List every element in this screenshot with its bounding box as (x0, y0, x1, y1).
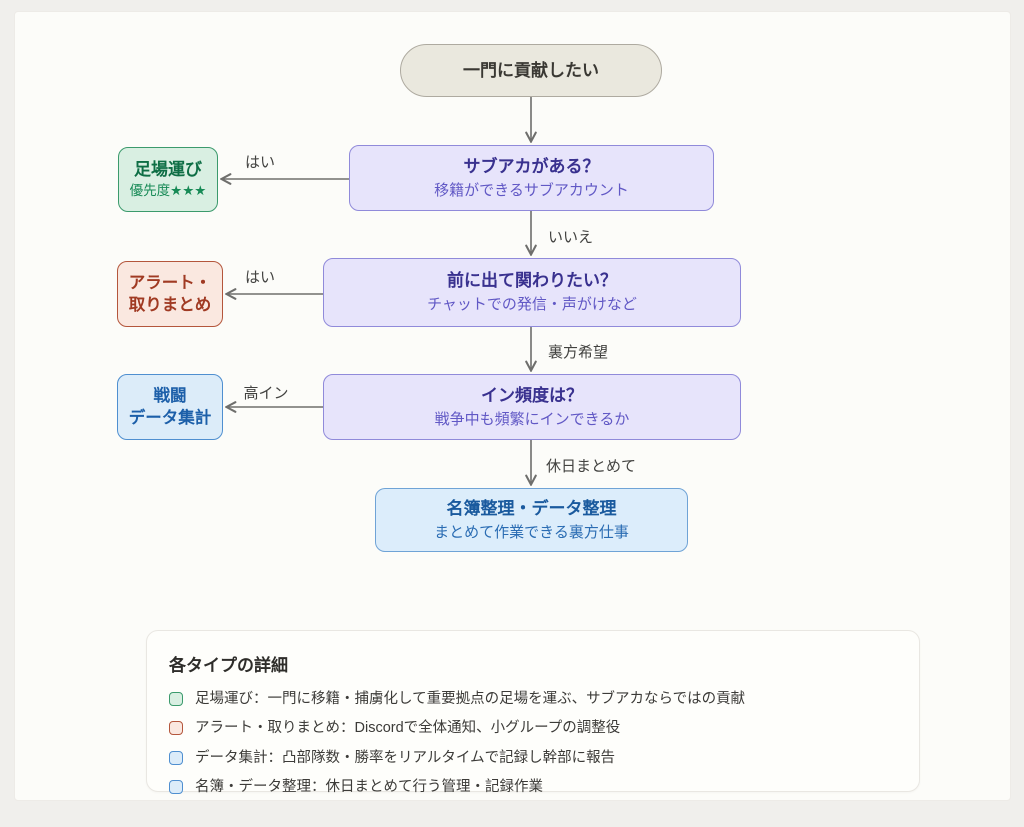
outcome-scaffold-priority: 優先度★★★ (129, 183, 207, 199)
red-swatch-icon (169, 721, 183, 736)
edge-label-weekend: 休日まとめて (546, 458, 637, 475)
outcome-battle-data-line2: データ集計 (128, 409, 212, 427)
decision-subaccount: サブアカがある？ 移籍ができるサブアカウント (349, 145, 714, 211)
decision-frontline-title: 前に出て関わりたい？ (447, 271, 617, 290)
legend-item-roster-text: 名簿・データ整理：休日まとめて行う管理・記録作業 (195, 778, 543, 795)
edge-label-backstage: 裏方希望 (548, 344, 609, 361)
outcome-alert-line1: アラート・ (128, 273, 212, 292)
outcome-battle-data: 戦闘 データ集計 (117, 374, 223, 440)
decision-login-frequency-title: イン頻度は？ (481, 385, 583, 405)
legend-item-data: データ集計：凸部隊数・勝率をリアルタイムで記録し幹部に報告 (169, 748, 897, 768)
legend-item-alert: アラート・取りまとめ：Discordで全体通知、小グループの調整役 (169, 718, 897, 738)
legend-item-data-text: データ集計：凸部隊数・勝率をリアルタイムで記録し幹部に報告 (195, 749, 616, 766)
edge-label-yes-2: はい (244, 269, 275, 286)
legend-panel: 各タイプの詳細 足場運び：一門に移籍・捕虜化して重要拠点の足場を運ぶ、サブアカな… (146, 630, 920, 795)
outcome-scaffold-title: 足場運び (134, 159, 202, 179)
outcome-alert-line2: 取りまとめ (128, 296, 212, 314)
decision-login-frequency-subtitle: 戦争中も頻繁にインできるか (434, 410, 630, 428)
decision-frontline-subtitle: チャットでの発信・声がけなど (427, 296, 637, 314)
decision-subaccount-subtitle: 移籍ができるサブアカウント (434, 181, 629, 199)
green-swatch-icon (169, 692, 183, 707)
legend-item-roster: 名簿・データ整理：休日まとめて行う管理・記録作業 (169, 777, 897, 797)
edge-label-no: いいえ (548, 229, 594, 246)
edge-label-high-login: 高イン (243, 385, 289, 402)
outcome-roster-title: 名簿整理・データ整理 (446, 498, 617, 518)
decision-frontline: 前に出て関わりたい？ チャットでの発信・声がけなど (323, 258, 741, 327)
legend-item-alert-text: アラート・取りまとめ：Discordで全体通知、小グループの調整役 (195, 720, 621, 737)
outcome-battle-data-line1: 戦闘 (153, 386, 187, 405)
outcome-roster: 名簿整理・データ整理 まとめて作業できる裏方仕事 (375, 488, 688, 552)
legend-title: 各タイプの詳細 (169, 656, 288, 675)
edge-label-yes-1: はい (244, 154, 275, 171)
start-node: 一門に貢献したい (400, 44, 662, 97)
decision-login-frequency: イン頻度は？ 戦争中も頻繁にインできるか (323, 374, 741, 440)
outcome-roster-subtitle: まとめて作業できる裏方仕事 (434, 523, 629, 541)
start-node-label: 一門に貢献したい (463, 60, 599, 80)
legend-item-scaffold-text: 足場運び：一門に移籍・捕虜化して重要拠点の足場を運ぶ、サブアカならではの貢献 (195, 691, 746, 707)
outcome-alert: アラート・ 取りまとめ (117, 261, 223, 327)
blue-swatch-icon (169, 750, 183, 765)
blue-swatch-icon (169, 780, 183, 795)
legend-item-scaffold: 足場運び：一門に移籍・捕虜化して重要拠点の足場を運ぶ、サブアカならではの貢献 (169, 689, 897, 709)
decision-subaccount-title: サブアカがある？ (463, 156, 600, 176)
outcome-scaffold: 足場運び 優先度★★★ (118, 147, 218, 212)
